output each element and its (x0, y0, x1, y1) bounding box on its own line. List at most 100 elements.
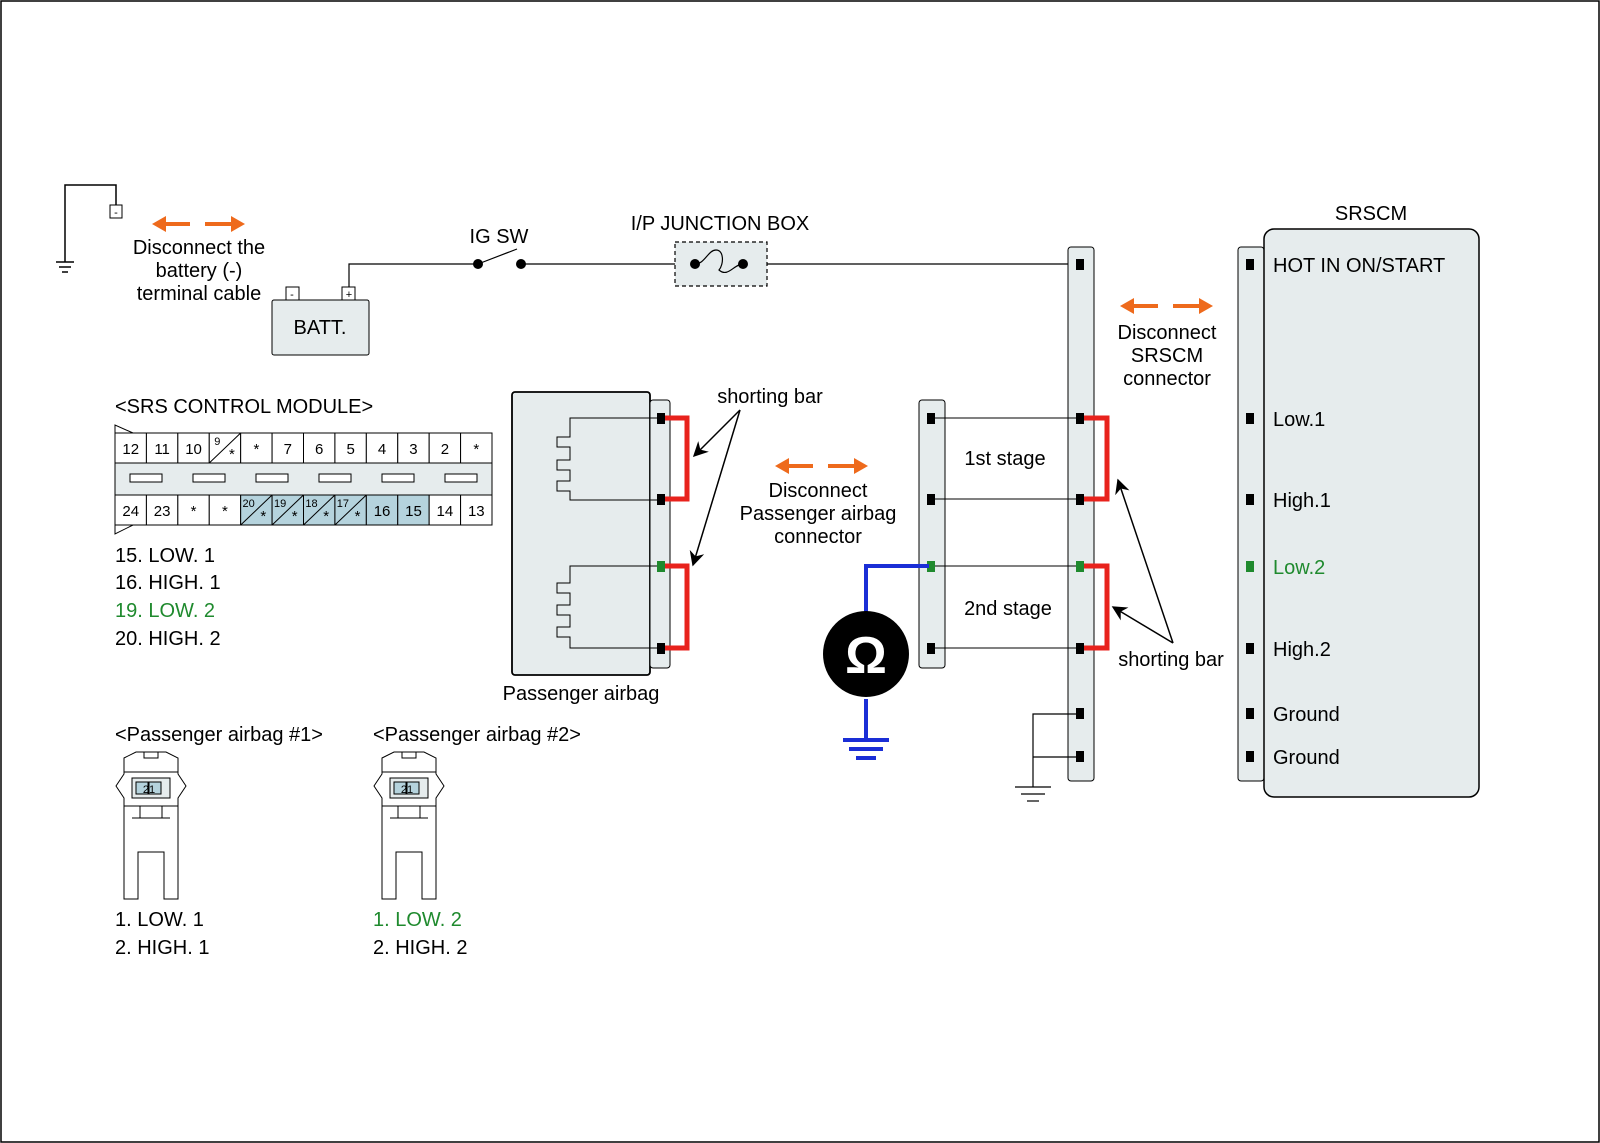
connector-pin-label: 16 (374, 503, 391, 520)
ig-sw-label: IG SW (470, 226, 529, 248)
srscm-pin-label: High.1 (1273, 490, 1331, 512)
connector-pin-label: 18 (305, 498, 317, 510)
connector-pin-label: 2 (441, 441, 449, 458)
connector-legend-item: 16. HIGH. 1 (115, 572, 221, 594)
connector-pin-star: * (323, 508, 329, 525)
battery-disconnect-arrows-icon (152, 216, 245, 232)
connector-pin-label: 19 (274, 498, 286, 510)
shorting-bar-right (1084, 415, 1110, 651)
battery-disconnect-label: terminal cable (137, 283, 262, 305)
srscm-module (1237, 228, 1480, 798)
ground-wire (1015, 713, 1080, 802)
connector-pin-cell (145, 432, 179, 464)
svg-text:21: 21 (143, 784, 155, 796)
passenger-airbag-module (511, 391, 671, 676)
svg-text:-: - (114, 207, 118, 219)
passenger-airbag-label: Passenger airbag (503, 683, 660, 705)
srscm-pin-label: Low.1 (1273, 409, 1325, 431)
shorting-bar-airbag-pointer-arrows (689, 409, 741, 567)
airbag-connector-1-title: <Passenger airbag #1> (115, 724, 323, 746)
connector-pin-cell (428, 494, 462, 526)
meter-leads (843, 564, 929, 760)
first-stage-label: 1st stage (964, 448, 1045, 470)
connector-pin-divider (334, 494, 367, 526)
connector-pin-label: 11 (154, 441, 170, 458)
airbag-connector-2-legend: 2. HIGH. 2 (373, 937, 467, 959)
srscm-disconnect-label: connector (1123, 368, 1211, 390)
connector-pin-cell (334, 432, 367, 464)
connector-pin-star: * (355, 508, 361, 525)
connector-pin-cell (397, 432, 430, 464)
srscm-pin-label: HOT IN ON/START (1273, 255, 1445, 277)
connector-pin-cell (240, 432, 273, 464)
connector-pin-cell (303, 432, 336, 464)
srscm-pin-label: Low.2 (1273, 557, 1325, 579)
connector-pin-cell (145, 494, 179, 526)
battery-ground-lead (56, 184, 117, 273)
airbag-connector-1-legend: 2. HIGH. 1 (115, 937, 209, 959)
connector-pin-cell (114, 494, 147, 526)
ignition-switch-icon (473, 248, 526, 269)
shorting-bar-airbag-label: shorting bar (717, 386, 823, 408)
connector-pin-label: 9 (214, 436, 220, 448)
airbag-harness-connector (918, 399, 946, 669)
connector-pin-label: 4 (378, 441, 386, 458)
connector-pin-label: 20 (243, 498, 255, 510)
airbag-connector-2-title: <Passenger airbag #2> (373, 724, 581, 746)
airbag-connector-2-icon: 21 (373, 751, 445, 900)
connector-pin-divider (208, 432, 242, 464)
srscm-pin-label: Ground (1273, 704, 1340, 726)
airbag-connector-1-legend: 1. LOW. 1 (115, 909, 204, 931)
battery-icon: - + (271, 286, 370, 356)
connector-legend-item: 15. LOW. 1 (115, 545, 215, 567)
connector-pin-label: * (222, 503, 228, 520)
connector-legend-item: 19. LOW. 2 (115, 600, 215, 622)
connector-pin-label: 7 (284, 441, 292, 458)
connector-pin-cell (397, 494, 430, 526)
battery-disconnect-label: battery (-) (156, 260, 243, 282)
srscm-pin-label: High.2 (1273, 639, 1331, 661)
connector-pin-label: * (253, 441, 259, 458)
battery-terminal-neg-icon: - (109, 204, 123, 219)
connector-pin-label: 13 (468, 503, 485, 520)
connector-pin-cell (177, 432, 210, 464)
connector-pin-cell (460, 432, 493, 464)
connector-pin-cell (208, 494, 242, 526)
airbag-disconnect-arrows-icon (775, 458, 868, 474)
airbag-disconnect-label: connector (774, 526, 862, 548)
ohmmeter-icon: Ω (823, 611, 909, 697)
connector-pin-divider (240, 494, 273, 526)
connector-view-title: <SRS CONTROL MODULE> (115, 396, 373, 418)
connector-pin-label: 15 (405, 503, 422, 520)
svg-text:-: - (290, 289, 294, 301)
airbag-connector-1-icon: 21 (115, 751, 187, 900)
connector-pin-star: * (292, 508, 298, 525)
second-stage-label: 2nd stage (964, 598, 1052, 620)
airbag-connector-2-legend: 1. LOW. 2 (373, 909, 462, 931)
shorting-bar-airbag (665, 415, 690, 651)
shorting-bar-right-label: shorting bar (1118, 649, 1224, 671)
stage-wires (935, 417, 1076, 649)
battery-label: BATT. (294, 317, 347, 339)
srscm-disconnect-arrows-icon (1120, 298, 1213, 314)
connector-pin-divider (303, 494, 336, 526)
connector-pin-label: 23 (154, 503, 171, 520)
airbag-disconnect-label: Passenger airbag (740, 503, 897, 525)
connector-legend-item: 20. HIGH. 2 (115, 628, 221, 650)
connector-pin-label: 10 (185, 441, 202, 458)
connector-pin-cell (114, 432, 147, 464)
connector-pin-label: 5 (346, 441, 354, 458)
main-feed-wire (348, 263, 1078, 287)
connector-pin-label: 17 (337, 498, 349, 510)
connector-pin-label: 3 (409, 441, 417, 458)
srscm-title: SRSCM (1335, 203, 1407, 225)
connector-pin-label: * (473, 441, 479, 458)
svg-text:Ω: Ω (845, 627, 887, 685)
connector-pin-divider (271, 494, 304, 526)
connector-pin-cell (460, 494, 493, 526)
srscm-disconnect-label: SRSCM (1131, 345, 1203, 367)
srscm-harness-connector (1067, 246, 1095, 782)
airbag-disconnect-label: Disconnect (769, 480, 868, 502)
